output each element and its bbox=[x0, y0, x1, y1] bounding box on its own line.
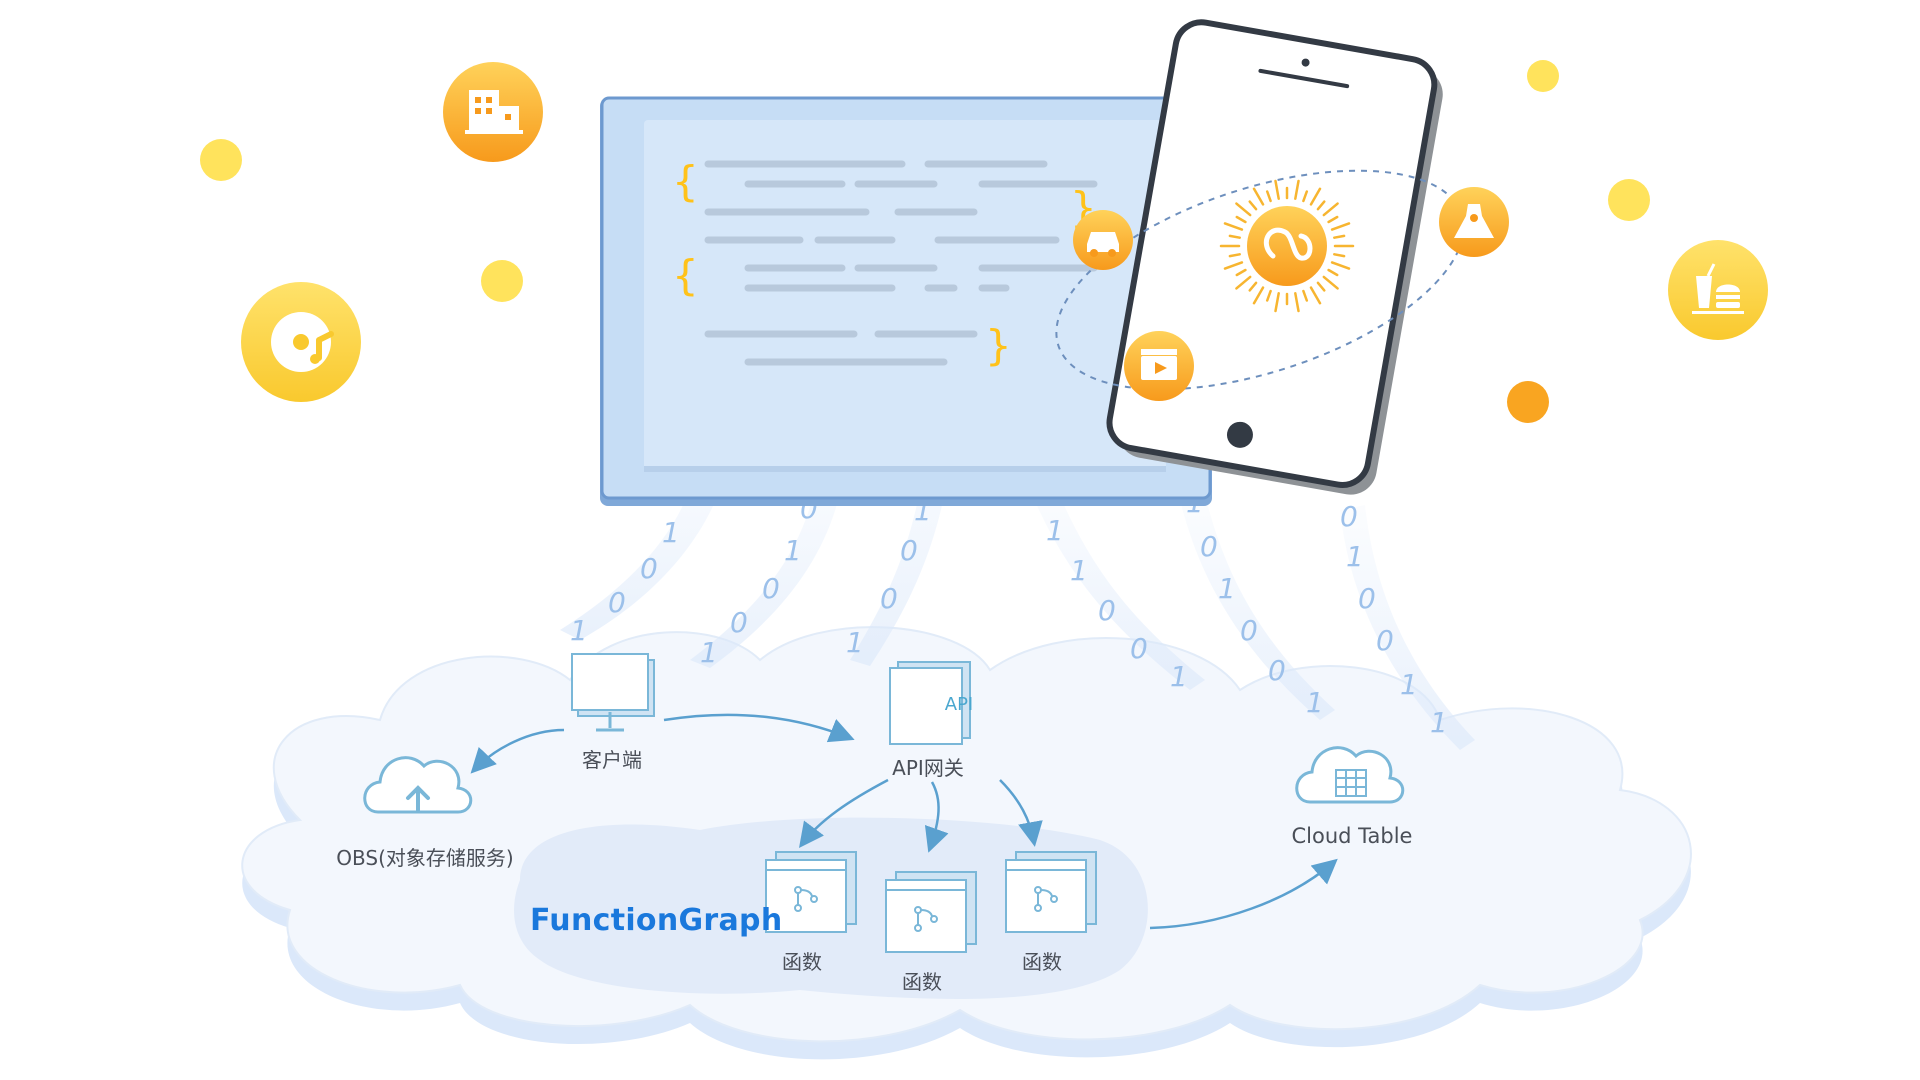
api-icon-label: API bbox=[944, 694, 974, 715]
flow-arrows bbox=[470, 713, 1338, 930]
binary-digit: 0 bbox=[640, 552, 658, 585]
binary-digit: 1 bbox=[1070, 554, 1088, 587]
binary-digit: 0 bbox=[1130, 632, 1148, 665]
client-icon bbox=[571, 653, 655, 732]
building-icon bbox=[443, 62, 543, 162]
binary-digit: 0 bbox=[1098, 594, 1116, 627]
brace-open-icon: { bbox=[672, 157, 699, 206]
mini-program-icon bbox=[1219, 179, 1355, 313]
obs-upload-icon bbox=[363, 756, 473, 814]
binary-digit: 1 bbox=[662, 516, 680, 549]
function-icon bbox=[1005, 851, 1097, 933]
binary-digit: 0 bbox=[1240, 614, 1258, 647]
binary-digit: 1 bbox=[846, 626, 864, 659]
binary-digit: 1 bbox=[1430, 706, 1448, 739]
binary-digit: 0 bbox=[1376, 624, 1394, 657]
api-gateway-icon bbox=[889, 661, 971, 745]
function-icons bbox=[765, 851, 1097, 953]
function-label-3: 函数 bbox=[1022, 950, 1062, 974]
binary-digit: 0 bbox=[1340, 500, 1358, 533]
code-window: { { } } bbox=[600, 96, 1212, 506]
car-icon bbox=[1073, 210, 1133, 270]
functiongraph-title: FunctionGraph bbox=[530, 903, 783, 938]
function-icon bbox=[885, 871, 977, 953]
binary-digit: 1 bbox=[1346, 540, 1364, 573]
binary-digit: 0 bbox=[1200, 530, 1218, 563]
cloud-table-icon bbox=[1295, 746, 1405, 804]
binary-digit: 1 bbox=[1046, 514, 1064, 547]
brace-open-icon: { bbox=[672, 251, 699, 300]
binary-digit: 0 bbox=[1268, 654, 1286, 687]
binary-digit: 0 bbox=[900, 534, 918, 567]
binary-digit: 0 bbox=[730, 606, 748, 639]
cloud-table-label: Cloud Table bbox=[1291, 824, 1413, 848]
binary-digit: 1 bbox=[570, 614, 588, 647]
drink-burger-icon bbox=[1668, 240, 1768, 340]
decor-dots bbox=[200, 60, 1650, 423]
binary-digit: 1 bbox=[1218, 572, 1236, 605]
obs-label: OBS(对象存储服务) bbox=[336, 846, 514, 870]
brace-close-icon: } bbox=[985, 321, 1012, 370]
binary-digit: 0 bbox=[1358, 582, 1376, 615]
binary-digit: 0 bbox=[762, 572, 780, 605]
function-label-1: 函数 bbox=[782, 950, 822, 974]
binary-digit: 1 bbox=[784, 534, 802, 567]
binary-digit: 0 bbox=[608, 586, 626, 619]
api-gateway-label: API网关 bbox=[892, 756, 964, 780]
music-disc-icon bbox=[241, 282, 361, 402]
binary-digit: 1 bbox=[1400, 668, 1418, 701]
client-label: 客户端 bbox=[582, 748, 642, 772]
dress-icon bbox=[1439, 187, 1509, 257]
binary-digit: 1 bbox=[700, 636, 718, 669]
function-label-2: 函数 bbox=[902, 970, 942, 994]
binary-digit: 0 bbox=[880, 582, 898, 615]
binary-digit: 1 bbox=[1170, 660, 1188, 693]
binary-digit: 1 bbox=[1306, 686, 1324, 719]
function-icon bbox=[765, 851, 857, 933]
video-icon bbox=[1124, 331, 1194, 401]
